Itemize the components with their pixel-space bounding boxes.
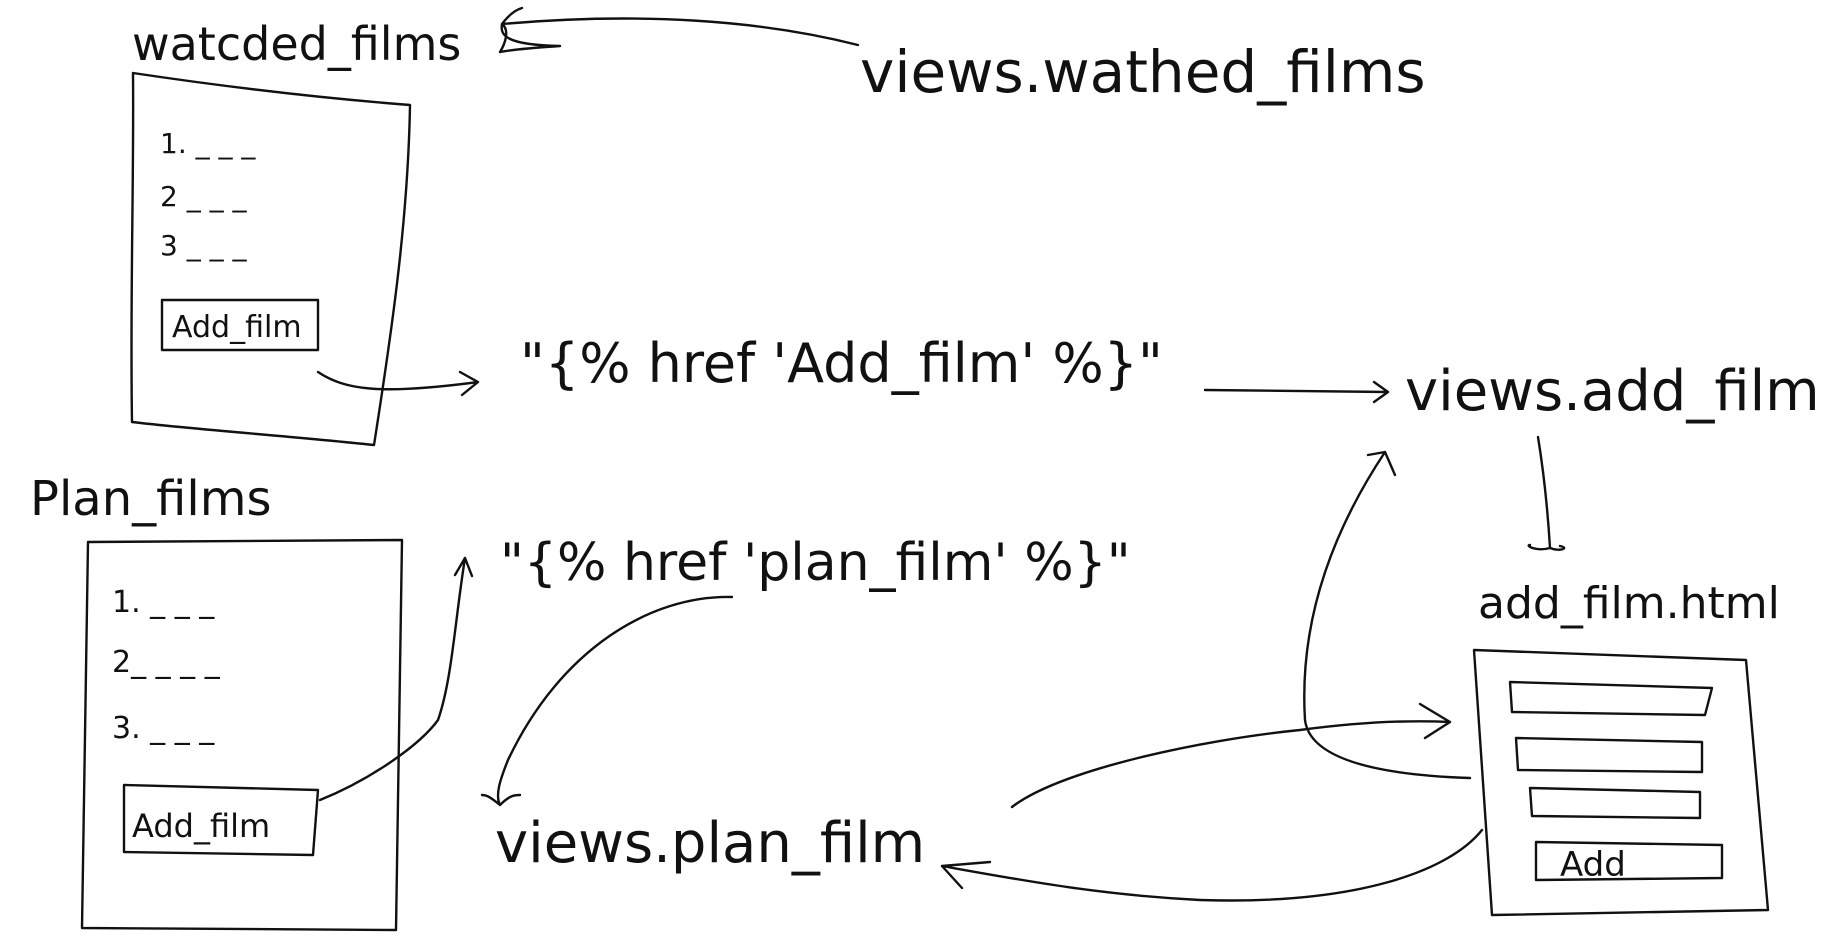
form-input-2[interactable] (1514, 736, 1704, 774)
watched-item-3: 3 _ _ _ (160, 229, 248, 262)
views-plan-film-label: views.plan_film (495, 811, 925, 876)
add-film-html-label: add_film.html (1478, 578, 1780, 629)
arrow-views-plan-to-form (1010, 702, 1452, 809)
arrow-form-to-views-add (1303, 450, 1472, 780)
plan-films-title: Plan_films (30, 471, 271, 527)
watched-item-1: 1. _ _ _ (160, 127, 256, 160)
watched-add-film-button[interactable]: Add_film (160, 298, 320, 352)
views-watched-films-label: views.wathed_films (860, 38, 1426, 106)
arrow-form-to-views-plan (940, 828, 1484, 902)
watched-films-box (130, 71, 412, 447)
arrow-views-watched-to-title (498, 6, 860, 54)
arrow-watched-add-to-href (316, 370, 480, 397)
add-film-form-box (1472, 648, 1770, 917)
arrow-views-add-to-html (1527, 435, 1566, 551)
form-add-button[interactable]: Add (1534, 840, 1724, 885)
form-input-3[interactable] (1528, 786, 1702, 820)
plan-item-2: 2_ _ _ _ (112, 645, 221, 680)
form-add-label: Add (1560, 845, 1626, 885)
arrow-href-add-to-views-add (1203, 380, 1390, 404)
plan-item-1: 1. _ _ _ (112, 585, 215, 620)
plan-add-film-button[interactable]: Add_film (122, 783, 320, 857)
plan-item-3: 3. _ _ _ (112, 711, 215, 746)
arrow-plan-add-to-href-plan (318, 556, 474, 802)
plan-add-film-label: Add_film (132, 807, 270, 845)
href-add-film-label: "{% href 'Add_film' %}" (520, 332, 1163, 395)
plan-films-box (80, 538, 404, 932)
watched-films-title: watcded_films (132, 17, 461, 71)
form-input-1[interactable] (1508, 680, 1714, 717)
watched-item-2: 2 _ _ _ (160, 180, 248, 213)
watched-add-film-label: Add_film (172, 310, 302, 345)
href-plan-film-label: "{% href 'plan_film' %}" (500, 533, 1131, 593)
arrow-href-plan-to-views-plan (480, 595, 734, 807)
views-add-film-label: views.add_film (1405, 359, 1820, 424)
